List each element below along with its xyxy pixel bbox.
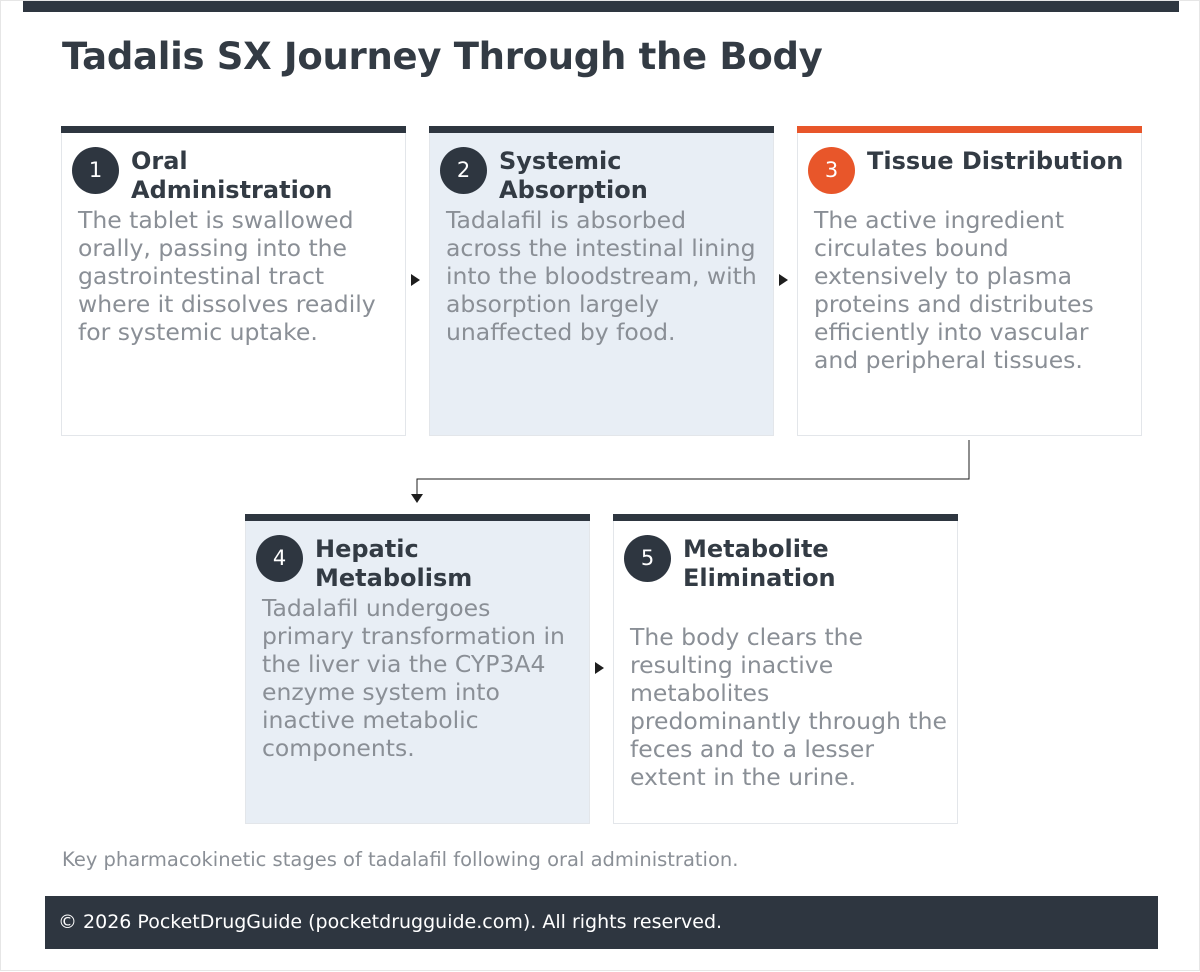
card-top-bar bbox=[61, 126, 406, 133]
arrow-right-icon bbox=[595, 662, 604, 674]
step-number-badge: 2 bbox=[440, 147, 487, 194]
arrow-right-icon bbox=[411, 274, 420, 286]
step-number-badge: 3 bbox=[808, 147, 855, 194]
page-title: Tadalis SX Journey Through the Body bbox=[62, 35, 823, 78]
step-title: Tissue Distribution bbox=[867, 147, 1124, 175]
arrow-right-icon bbox=[779, 274, 788, 286]
step-description: The body clears the resulting inactive m… bbox=[630, 623, 947, 791]
step-card-3: 3 Tissue Distribution The active ingredi… bbox=[797, 126, 1142, 436]
step-description: The tablet is swallowed orally, passing … bbox=[78, 206, 376, 346]
step-title: Hepatic Metabolism bbox=[315, 535, 473, 592]
step-number-badge: 5 bbox=[624, 535, 671, 582]
step-card-1: 1 Oral Administration The tablet is swal… bbox=[61, 126, 406, 436]
step-card-5: 5 Metabolite Elimination The body clears… bbox=[613, 514, 958, 824]
step-description: Tadalafil undergoes primary transformati… bbox=[262, 594, 565, 762]
step-description: The active ingredient circulates bound e… bbox=[814, 206, 1094, 374]
card-top-bar bbox=[797, 126, 1142, 133]
step-title: Oral Administration bbox=[131, 147, 333, 204]
step-title: Metabolite Elimination bbox=[683, 535, 836, 592]
step-number-badge: 1 bbox=[72, 147, 119, 194]
card-top-bar bbox=[245, 514, 590, 521]
figure-caption: Key pharmacokinetic stages of tadalafil … bbox=[62, 848, 739, 871]
arrow-down-icon bbox=[411, 494, 423, 503]
step-card-4: 4 Hepatic Metabolism Tadalafil undergoes… bbox=[245, 514, 590, 824]
footer: © 2026 PocketDrugGuide (pocketdrugguide.… bbox=[45, 896, 1158, 949]
connector-line bbox=[416, 440, 970, 495]
card-top-bar bbox=[613, 514, 958, 521]
card-top-bar bbox=[429, 126, 774, 133]
step-description: Tadalafil is absorbed across the intesti… bbox=[446, 206, 757, 346]
step-number-badge: 4 bbox=[256, 535, 303, 582]
copyright-text: © 2026 PocketDrugGuide (pocketdrugguide.… bbox=[58, 911, 723, 933]
step-title: Systemic Absorption bbox=[499, 147, 648, 204]
top-bar bbox=[23, 1, 1179, 12]
step-card-2: 2 Systemic Absorption Tadalafil is absor… bbox=[429, 126, 774, 436]
